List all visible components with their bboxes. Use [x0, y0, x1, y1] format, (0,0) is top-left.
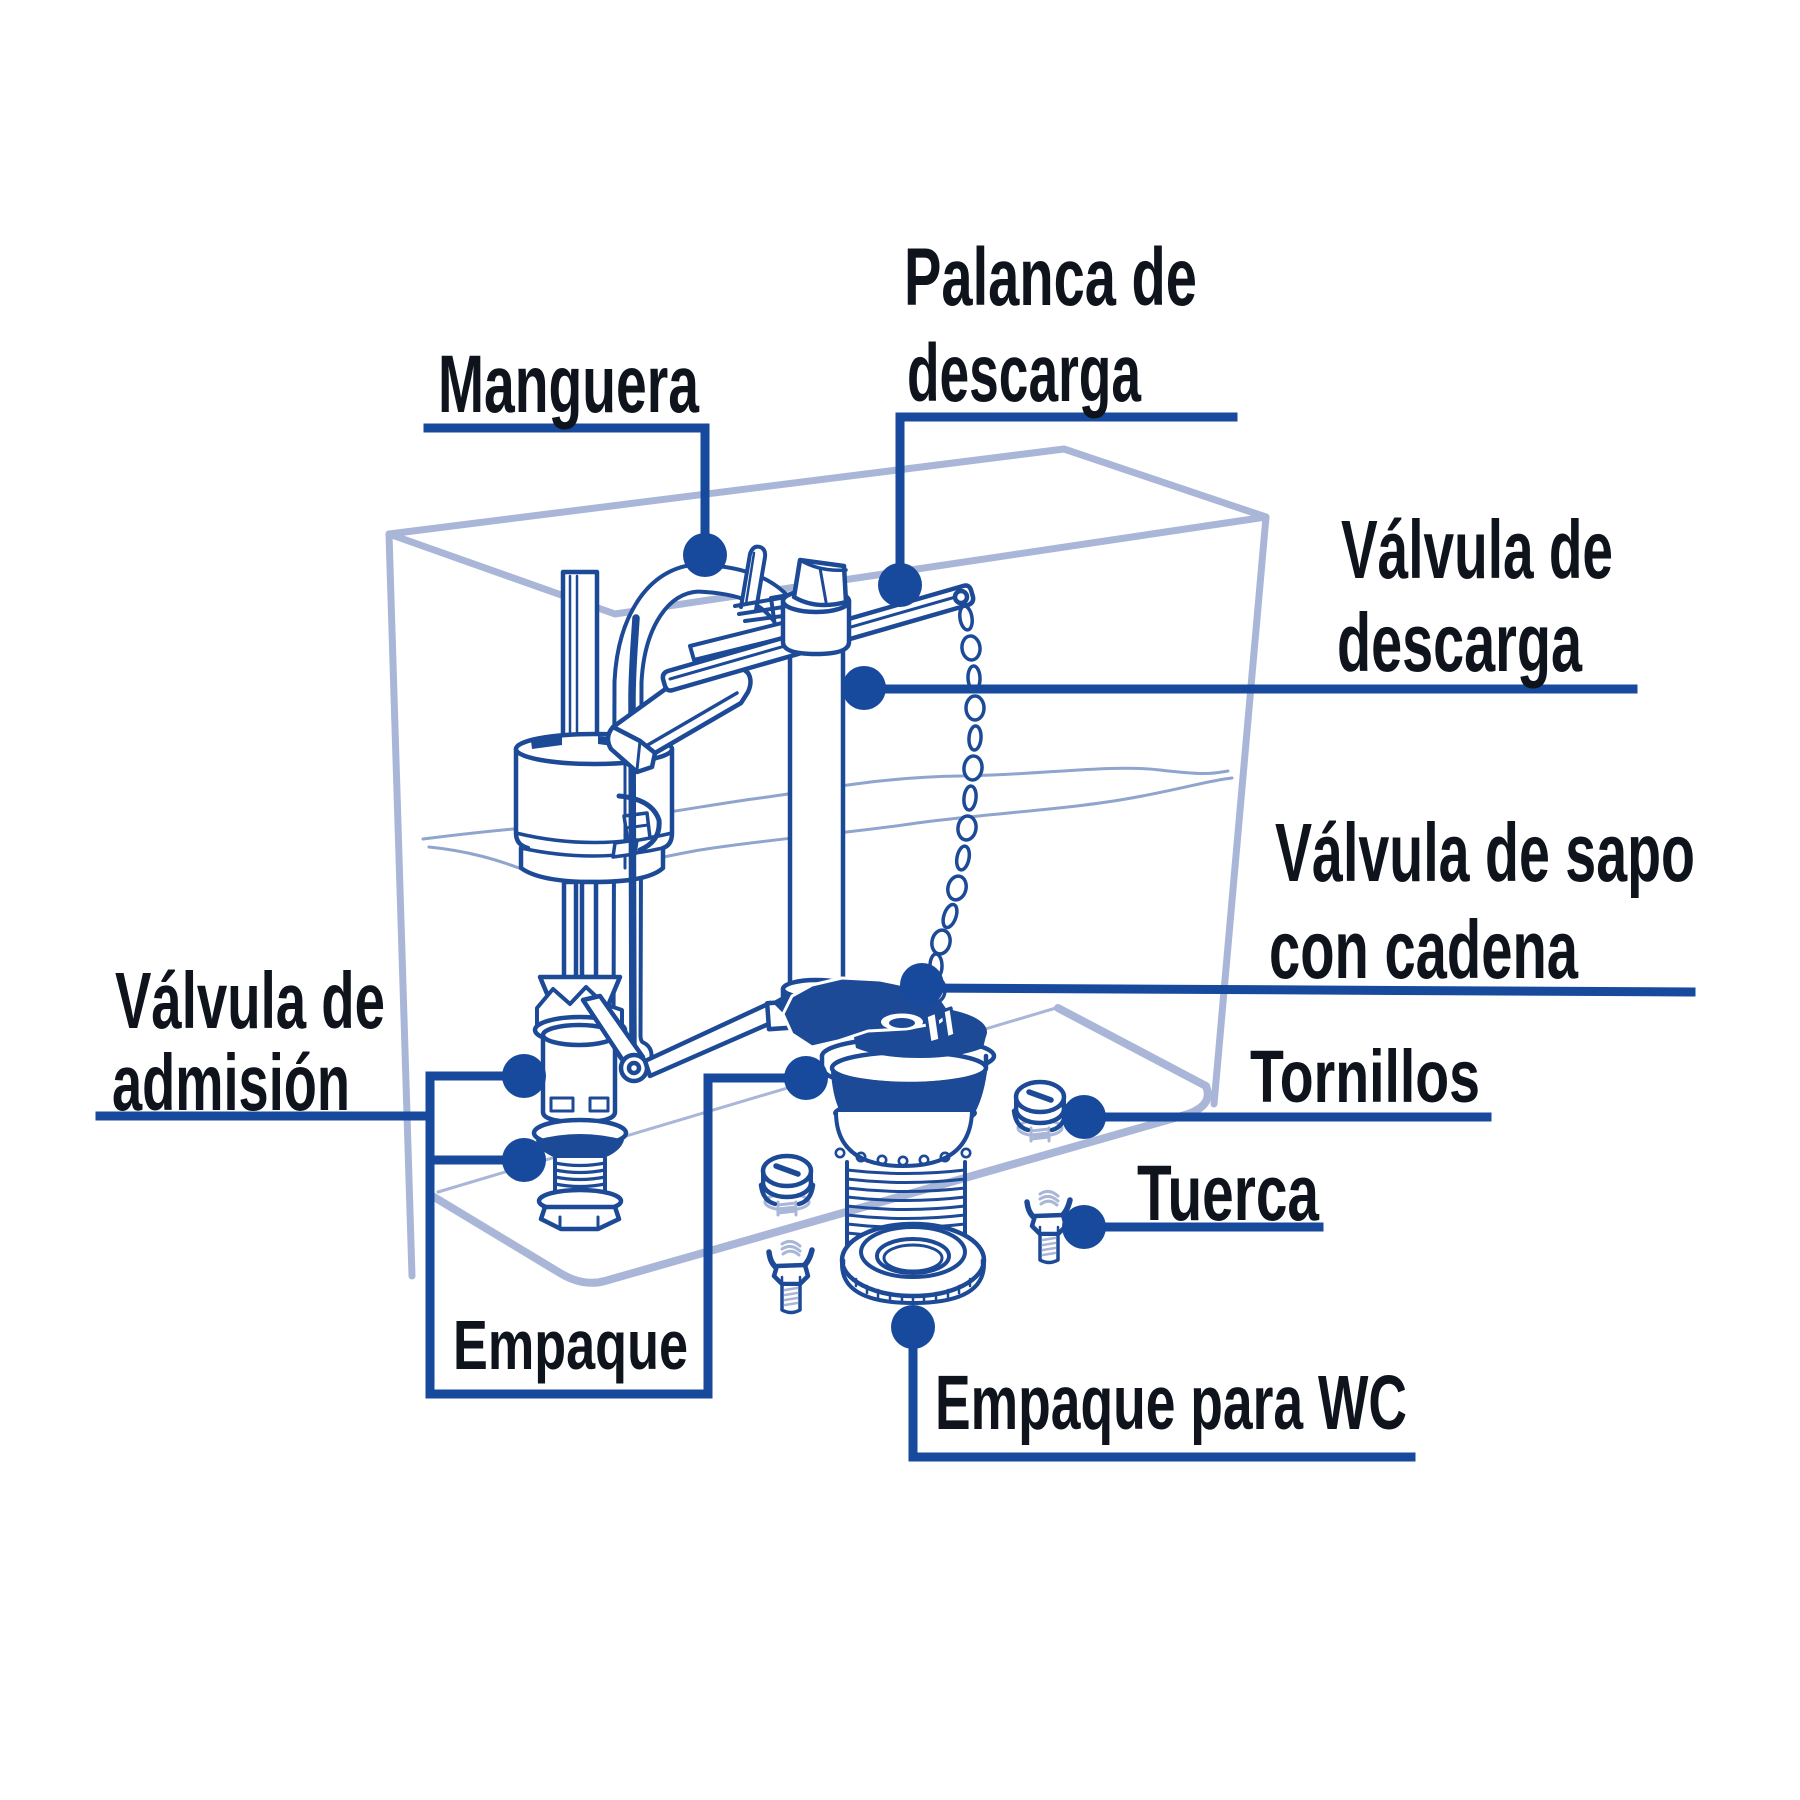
svg-text:Empaque para WC: Empaque para WC	[935, 1360, 1407, 1446]
svg-text:Palanca de: Palanca de	[904, 232, 1197, 323]
svg-text:admisión: admisión	[112, 1038, 350, 1127]
svg-text:Tornillos: Tornillos	[1250, 1035, 1480, 1118]
svg-text:Manguera: Manguera	[438, 339, 700, 430]
svg-text:Tuerca: Tuerca	[1137, 1148, 1320, 1237]
svg-text:descarga: descarga	[907, 328, 1142, 419]
svg-text:Válvula de: Válvula de	[1341, 503, 1613, 596]
svg-text:Válvula de sapo: Válvula de sapo	[1275, 806, 1695, 899]
svg-text:con cadena: con cadena	[1269, 903, 1579, 996]
svg-text:Válvula de: Válvula de	[115, 956, 385, 1045]
svg-text:descarga: descarga	[1337, 596, 1583, 689]
svg-text:Empaque: Empaque	[453, 1306, 688, 1384]
